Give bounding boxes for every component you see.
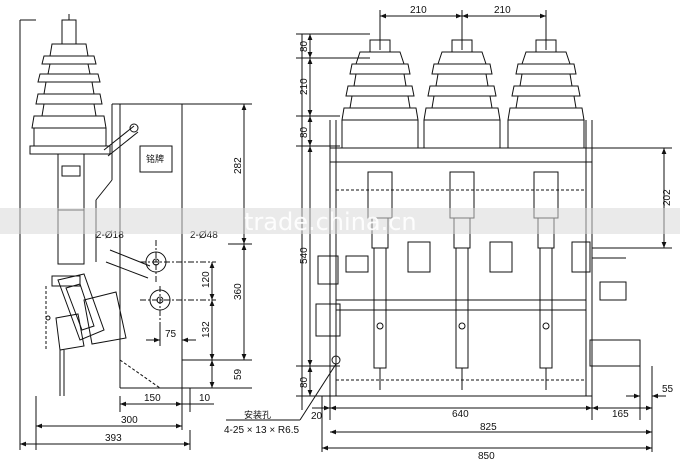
dim-v210: 210 (299, 78, 310, 95)
dim-120: 120 (201, 271, 212, 288)
front-view (226, 10, 672, 452)
dim-360: 360 (233, 283, 244, 300)
dim-v80-bot: 80 (299, 376, 310, 388)
dim-v202: 202 (662, 189, 673, 206)
nameplate-box (139, 145, 173, 173)
dim-59: 59 (233, 368, 244, 380)
side-view (19, 14, 252, 450)
dim-75: 75 (165, 329, 177, 340)
mount-hole-spec: 4-25 × 13 × R6.5 (224, 425, 299, 436)
front-pole-3 (533, 171, 559, 390)
watermark: trade.china.cn (0, 208, 680, 236)
side-mechanism (45, 249, 171, 396)
watermark-text: trade.china.cn (244, 208, 417, 236)
dim-282: 282 (233, 157, 244, 174)
hole-left-label: 2-Ø18 (96, 230, 124, 241)
dim-h20: 20 (311, 411, 323, 422)
side-view-labels: 铭牌 2-Ø18 2-Ø48 282 360 120 132 59 75 150… (96, 153, 244, 444)
dim-h825: 825 (480, 422, 497, 433)
dim-150: 150 (144, 393, 161, 404)
front-insulator-1 (341, 28, 419, 149)
dim-132: 132 (201, 321, 212, 338)
front-pole-2 (449, 171, 475, 390)
front-switch-links (345, 241, 591, 273)
front-frame (315, 120, 641, 397)
dim-h850: 850 (478, 451, 495, 462)
nameplate-label: 铭牌 (146, 153, 164, 165)
dim-h640: 640 (452, 409, 469, 420)
dim-300: 300 (121, 415, 138, 426)
hole-right-label: 2-Ø48 (190, 230, 218, 241)
dim-v80-mid: 80 (299, 126, 310, 138)
dim-top-right: 210 (494, 5, 511, 16)
mount-hole-title: 安装孔 (244, 409, 271, 421)
front-pole-1 (367, 171, 393, 390)
dim-393: 393 (105, 433, 122, 444)
dim-v540: 540 (299, 247, 310, 264)
dim-v80-top: 80 (299, 40, 310, 52)
front-view-labels: 210 210 80 210 80 540 80 202 20 640 165 … (224, 5, 674, 462)
dim-h165: 165 (612, 409, 629, 420)
dim-10: 10 (199, 393, 211, 404)
side-insulator (29, 14, 111, 155)
dim-h55: 55 (662, 384, 674, 395)
dim-top-left: 210 (410, 5, 427, 16)
